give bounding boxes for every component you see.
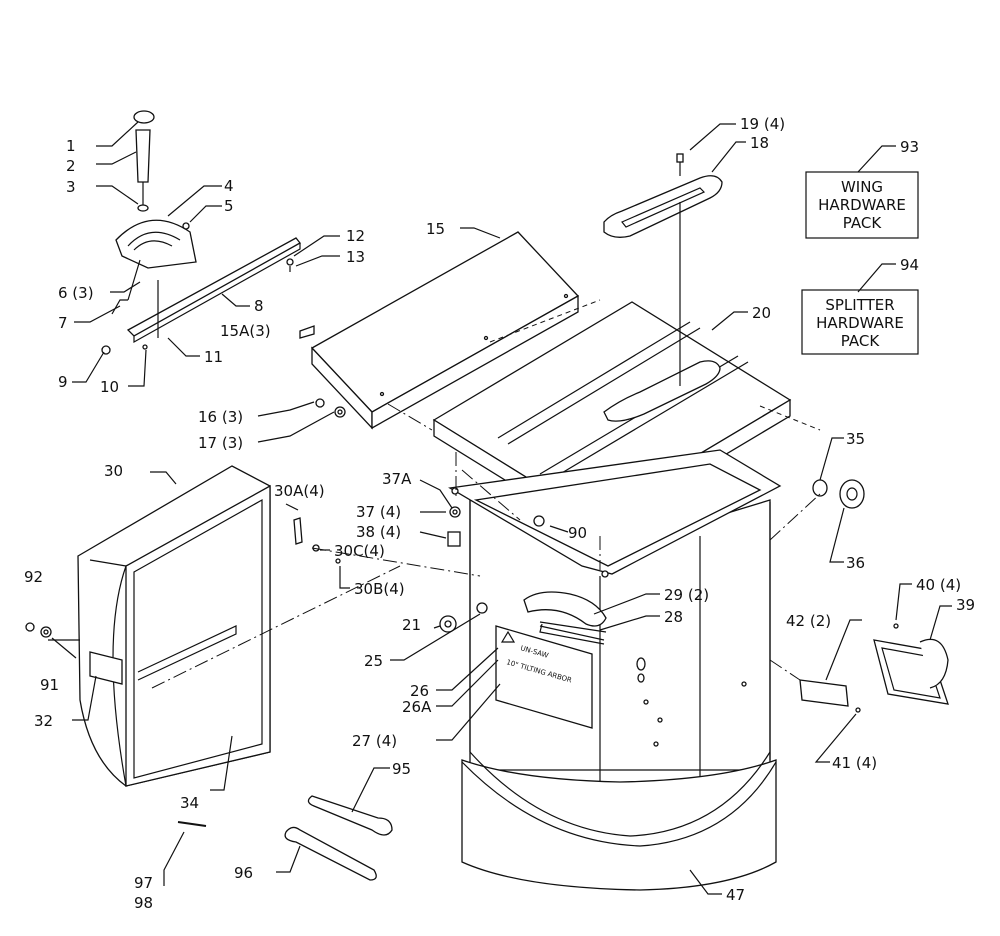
warning-plate [495, 625, 593, 729]
callout-26a: 26A [402, 698, 432, 716]
callout-29: 29 (2) [664, 586, 709, 604]
callout-91: 91 [40, 676, 59, 694]
callout-12: 12 [346, 227, 365, 245]
cabinet-base [461, 759, 777, 891]
callout-21: 21 [402, 616, 421, 634]
table-insert [603, 153, 723, 238]
miter-body [115, 219, 197, 269]
callout-25: 25 [364, 652, 383, 670]
small-hardware [177, 398, 949, 881]
miter-screw [182, 222, 190, 230]
blade-slot [603, 360, 721, 422]
callout-15: 15 [426, 220, 445, 238]
arbor-wrench [307, 795, 393, 836]
callout-93: 93 [900, 138, 919, 156]
callout-38: 38 (4) [356, 523, 401, 541]
callout-18: 18 [750, 134, 769, 152]
callout-20: 20 [752, 304, 771, 322]
splitter-pack-line-2: HARDWARE [816, 314, 904, 332]
callout-40: 40 (4) [916, 576, 961, 594]
callout-13: 13 [346, 248, 365, 266]
callout-47: 47 [726, 886, 745, 904]
extension-wing [299, 231, 601, 430]
wing-pack-line-3: PACK [843, 214, 883, 232]
callout-27: 27 (4) [352, 732, 397, 750]
callout-leaders [48, 121, 952, 895]
splitter-pack-line-1: SPLITTER [825, 296, 894, 314]
callout-26: 26 [410, 682, 429, 700]
callout-16: 16 (3) [198, 408, 243, 426]
callout-labels: 1 2 3 4 5 6 (3) 7 8 9 10 11 12 13 15 15A… [24, 115, 975, 912]
callout-2: 2 [66, 157, 76, 175]
washer [137, 204, 149, 212]
callout-96: 96 [234, 864, 253, 882]
callout-36: 36 [846, 554, 865, 572]
motor-cover [25, 465, 401, 787]
cover-handle [89, 651, 123, 685]
callout-5: 5 [224, 197, 234, 215]
miter-handle [135, 129, 151, 183]
callout-9: 9 [58, 373, 68, 391]
callout-37a: 37A [382, 470, 412, 488]
splitter-hardware-pack: SPLITTER HARDWARE PACK [801, 289, 919, 355]
callout-37: 37 (4) [356, 503, 401, 521]
callout-30a: 30A(4) [274, 482, 325, 500]
wing-pack-line-2: HARDWARE [818, 196, 906, 214]
callout-98: 98 [134, 894, 153, 912]
callout-34: 34 [180, 794, 199, 812]
callout-3: 3 [66, 178, 76, 196]
callout-41: 41 (4) [832, 754, 877, 772]
miter-gauge-assembly [101, 110, 301, 355]
callout-90: 90 [568, 524, 587, 542]
callout-30b: 30B(4) [354, 580, 405, 598]
callout-94: 94 [900, 256, 919, 274]
callout-42: 42 (2) [786, 612, 831, 630]
wing-hardware-pack: WING HARDWARE PACK [805, 171, 919, 239]
assembly-lines [311, 403, 601, 577]
callout-95: 95 [392, 760, 411, 778]
callout-7: 7 [58, 314, 68, 332]
blade-tilt-handwheel [523, 591, 607, 627]
splitter-pack-line-3: PACK [841, 332, 881, 350]
wing-pack-line-1: WING [841, 178, 883, 196]
callout-15a: 15A(3) [220, 322, 271, 340]
callout-10: 10 [100, 378, 119, 396]
callout-28: 28 [664, 608, 683, 626]
callout-17: 17 (3) [198, 434, 243, 452]
callout-6: 6 (3) [58, 284, 94, 302]
callout-30c: 30C(4) [334, 542, 385, 560]
callout-11: 11 [204, 348, 223, 366]
callout-35: 35 [846, 430, 865, 448]
flat-wrench [284, 826, 377, 881]
callout-39: 39 [956, 596, 975, 614]
callout-30: 30 [104, 462, 123, 480]
callout-1: 1 [66, 137, 76, 155]
saw-cabinet: UN-SAW 10" TILTING ARBOR [448, 449, 782, 891]
callout-4: 4 [224, 177, 234, 195]
callout-32: 32 [34, 712, 53, 730]
callout-8: 8 [254, 297, 264, 315]
callout-97: 97 [134, 874, 153, 892]
knob-cap [133, 110, 155, 124]
callout-19: 19 (4) [740, 115, 785, 133]
callout-92: 92 [24, 568, 43, 586]
